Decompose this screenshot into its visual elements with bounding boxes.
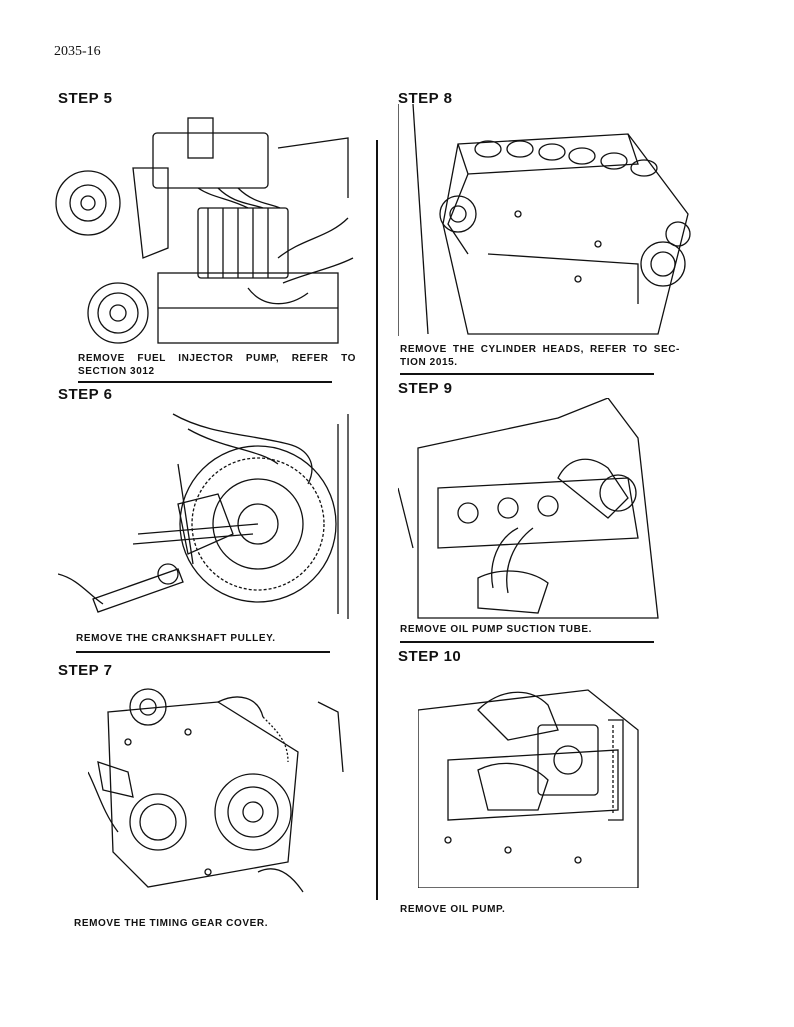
oil-pump-suction-tube-illustration <box>398 398 698 620</box>
step-caption: REMOVE OIL PUMP SUCTION TUBE. <box>400 624 593 635</box>
step-8: STEP 8 REMOVE THE CYLINDER HEADS, REFER … <box>398 90 698 380</box>
step-caption: REMOVE THE CRANKSHAFT PULLEY. <box>76 633 276 644</box>
step-title: STEP 6 <box>58 386 113 403</box>
crankshaft-pulley-illustration <box>58 404 358 624</box>
timing-gear-cover-illustration <box>88 672 358 912</box>
step-title: STEP 8 <box>398 90 453 107</box>
fuel-injector-pump-illustration <box>48 108 358 348</box>
step-title: STEP 7 <box>58 662 113 679</box>
step-9: STEP 9 REMOVE OIL PUMP SUCTION TUBE. <box>398 380 698 650</box>
step-title: STEP 9 <box>398 380 453 397</box>
page-number: 2035-16 <box>54 44 101 59</box>
step-divider <box>400 641 654 643</box>
step-divider <box>78 381 332 383</box>
step-title: STEP 10 <box>398 648 462 665</box>
column-divider <box>376 140 378 900</box>
step-caption: REMOVE FUEL INJECTOR PUMP, REFER TO SECT… <box>78 353 356 377</box>
step-caption: REMOVE THE TIMING GEAR COVER. <box>74 918 269 929</box>
step-5: STEP 5 REMOVE FUEL INJECTOR PUMP, REFER … <box>55 90 358 390</box>
step-title: STEP 5 <box>58 90 113 107</box>
cylinder-heads-illustration <box>398 104 698 336</box>
step-10: STEP 10 REMOVE OIL PUMP. <box>398 648 698 928</box>
step-caption: REMOVE THE CYLINDER HEADS, REFER TO SEC-… <box>400 344 680 368</box>
oil-pump-illustration <box>418 670 658 888</box>
step-caption: REMOVE OIL PUMP. <box>400 904 506 915</box>
step-6: STEP 6 REMOVE THE CRANKSHAFT PULLEY. <box>58 386 358 656</box>
step-divider <box>76 651 330 653</box>
step-7: STEP 7 REMOVE THE TIMING GEAR COVER. <box>58 662 358 942</box>
step-divider <box>400 373 654 375</box>
